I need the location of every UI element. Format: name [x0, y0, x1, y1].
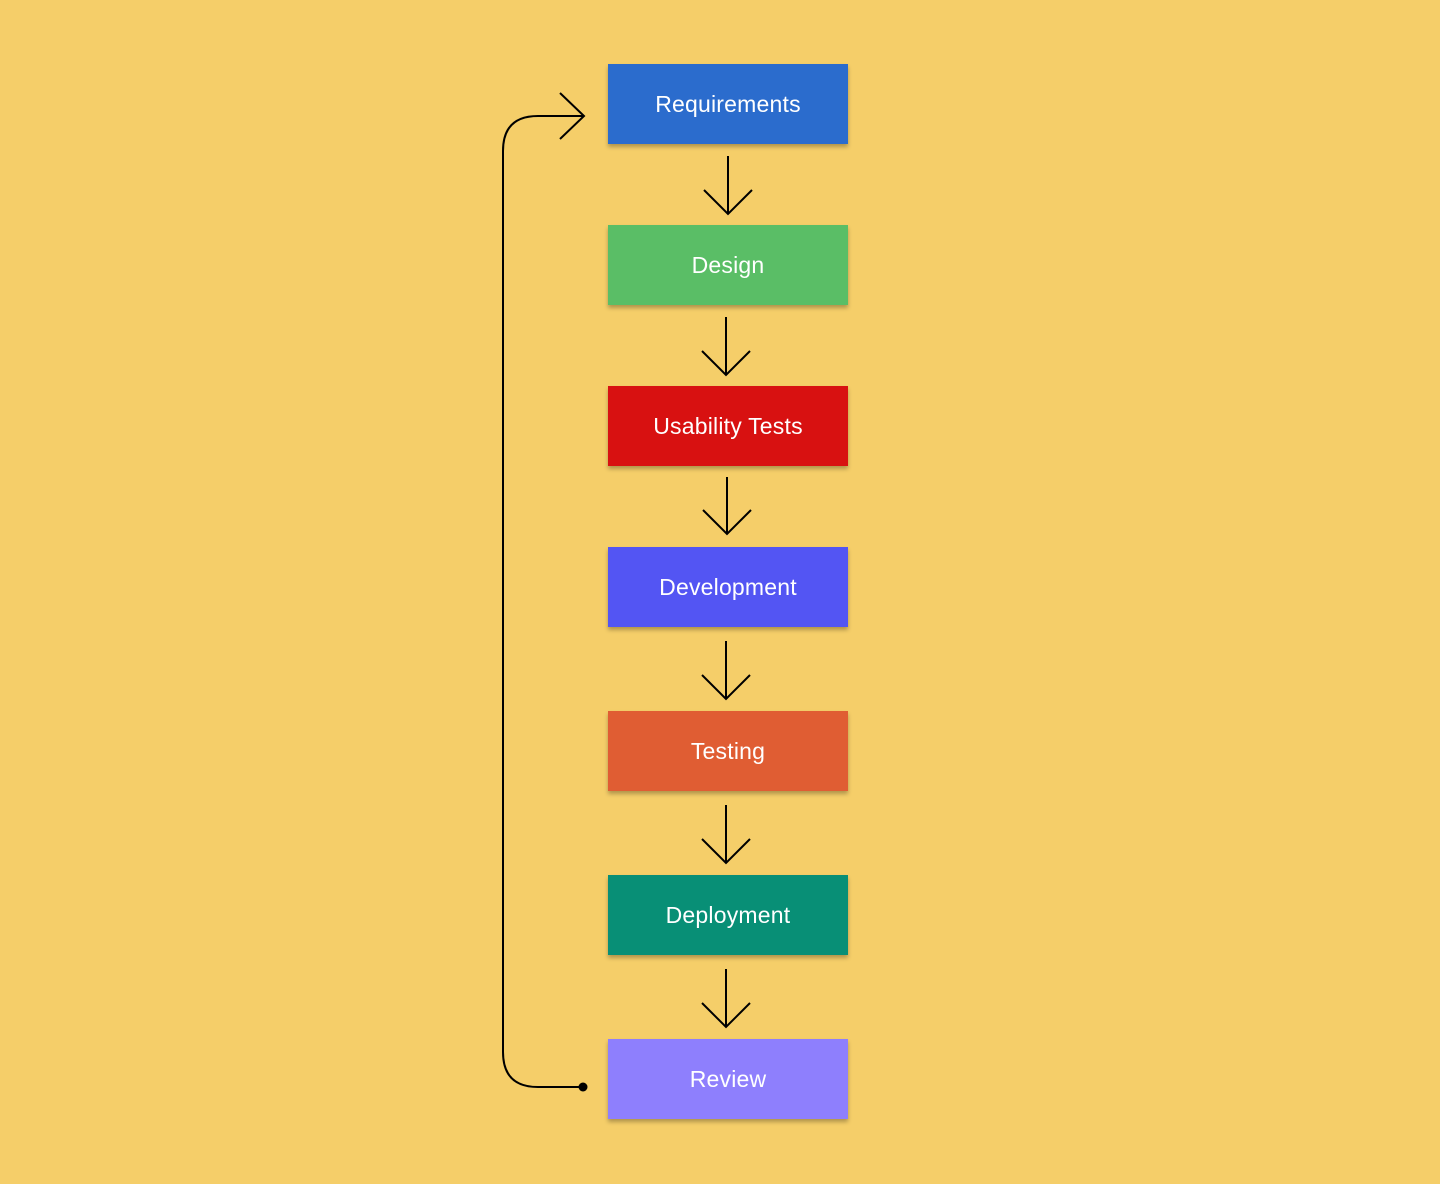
step-label: Testing — [690, 737, 766, 764]
arrow-testing-to-deployment — [701, 805, 751, 865]
step-development: Development — [608, 547, 848, 627]
step-review: Review — [608, 1039, 848, 1119]
step-label: Development — [659, 573, 797, 600]
feedback-loop-arrow — [502, 92, 586, 1088]
loop-start-dot — [578, 1082, 588, 1092]
step-label: Deployment — [665, 901, 791, 928]
step-label: Design — [691, 251, 765, 278]
step-testing: Testing — [608, 711, 848, 791]
step-label: Usability Tests — [653, 412, 803, 439]
arrow-design-to-usability-tests — [701, 317, 751, 377]
arrow-requirements-to-design — [703, 156, 753, 216]
step-requirements: Requirements — [608, 64, 848, 144]
step-design: Design — [608, 225, 848, 305]
step-label: Requirements — [655, 90, 801, 117]
arrow-development-to-testing — [701, 641, 751, 701]
step-label: Review — [689, 1065, 767, 1092]
arrow-deployment-to-review — [701, 969, 751, 1029]
arrow-usability-tests-to-development — [702, 477, 752, 536]
step-usability-tests: Usability Tests — [608, 386, 848, 466]
step-deployment: Deployment — [608, 875, 848, 955]
